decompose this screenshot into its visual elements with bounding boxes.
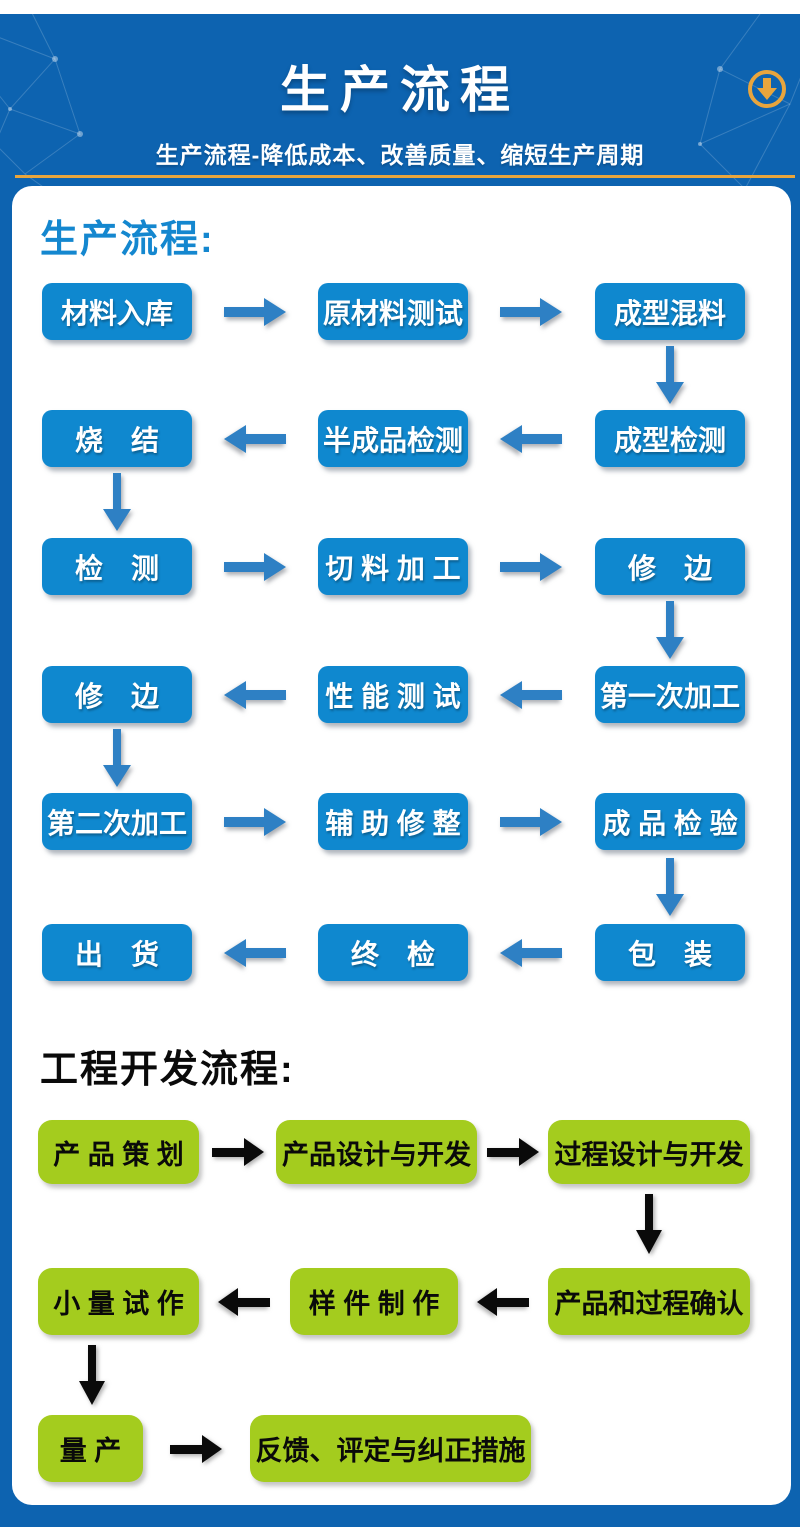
page-subtitle: 生产流程-降低成本、改善质量、缩短生产周期 bbox=[155, 142, 645, 168]
arrow-right-icon bbox=[224, 807, 286, 837]
flow-node: 出 货 bbox=[42, 924, 192, 981]
arrow-down-icon bbox=[656, 601, 684, 659]
page-header: 生产流程 生产流程-降低成本、改善质量、缩短生产周期 bbox=[0, 14, 800, 186]
arrow-right-icon bbox=[224, 552, 286, 582]
flow-node: 量 产 bbox=[38, 1415, 143, 1482]
production-section-heading: 生产流程: bbox=[40, 219, 215, 261]
flow-node: 切 料 加 工 bbox=[318, 538, 468, 595]
flow-node: 第二次加工 bbox=[42, 793, 192, 850]
arrow-left-icon bbox=[477, 1288, 529, 1316]
arrow-down-icon bbox=[79, 1345, 105, 1405]
arrow-left-icon bbox=[218, 1288, 270, 1316]
flow-node: 反馈、评定与纠正措施 bbox=[250, 1415, 531, 1482]
flow-node: 成 品 检 验 bbox=[595, 793, 745, 850]
flow-node: 样 件 制 作 bbox=[290, 1268, 458, 1335]
arrow-right-icon bbox=[224, 297, 286, 327]
arrow-right-icon bbox=[212, 1138, 264, 1166]
arrow-left-icon bbox=[500, 424, 562, 454]
flow-node: 原材料测试 bbox=[318, 283, 468, 340]
arrow-left-icon bbox=[500, 680, 562, 710]
arrow-down-icon bbox=[103, 473, 131, 531]
arrow-left-icon bbox=[224, 680, 286, 710]
flow-node: 产品和过程确认 bbox=[548, 1268, 750, 1335]
flow-node: 成型混料 bbox=[595, 283, 745, 340]
flow-node: 烧 结 bbox=[42, 410, 192, 467]
flow-node: 成型检测 bbox=[595, 410, 745, 467]
flow-node: 材料入库 bbox=[42, 283, 192, 340]
arrow-right-icon bbox=[500, 552, 562, 582]
arrow-left-icon bbox=[224, 424, 286, 454]
page-title: 生产流程 bbox=[280, 62, 520, 118]
arrow-left-icon bbox=[500, 938, 562, 968]
flow-node: 半成品检测 bbox=[318, 410, 468, 467]
arrow-right-icon bbox=[170, 1435, 222, 1463]
flow-node: 产品设计与开发 bbox=[276, 1120, 477, 1184]
gold-divider-line bbox=[15, 175, 795, 178]
arrow-right-icon bbox=[487, 1138, 539, 1166]
flow-node: 修 边 bbox=[595, 538, 745, 595]
arrow-down-icon bbox=[103, 729, 131, 787]
flow-node: 辅 助 修 整 bbox=[318, 793, 468, 850]
arrow-down-icon bbox=[656, 858, 684, 916]
engineering-section-heading: 工程开发流程: bbox=[40, 1049, 295, 1091]
arrow-right-icon bbox=[500, 297, 562, 327]
download-circle-icon[interactable] bbox=[747, 69, 787, 109]
flow-node: 修 边 bbox=[42, 666, 192, 723]
footer-blue-strip bbox=[0, 1505, 800, 1527]
flow-node: 小 量 试 作 bbox=[38, 1268, 199, 1335]
top-white-strip bbox=[0, 0, 800, 14]
flow-node: 第一次加工 bbox=[595, 666, 745, 723]
flow-node: 终 检 bbox=[318, 924, 468, 981]
flow-node: 产 品 策 划 bbox=[38, 1120, 199, 1184]
arrow-left-icon bbox=[224, 938, 286, 968]
flow-node: 过程设计与开发 bbox=[548, 1120, 750, 1184]
arrow-down-icon bbox=[656, 346, 684, 404]
flow-node: 性 能 测 试 bbox=[318, 666, 468, 723]
content-card: 生产流程: 材料入库 原材料测试 成型混料 烧 结 半成品检测 成型检测 检 测… bbox=[12, 186, 791, 1505]
arrow-right-icon bbox=[500, 807, 562, 837]
flow-node: 包 装 bbox=[595, 924, 745, 981]
flow-node: 检 测 bbox=[42, 538, 192, 595]
arrow-down-icon bbox=[636, 1194, 662, 1254]
